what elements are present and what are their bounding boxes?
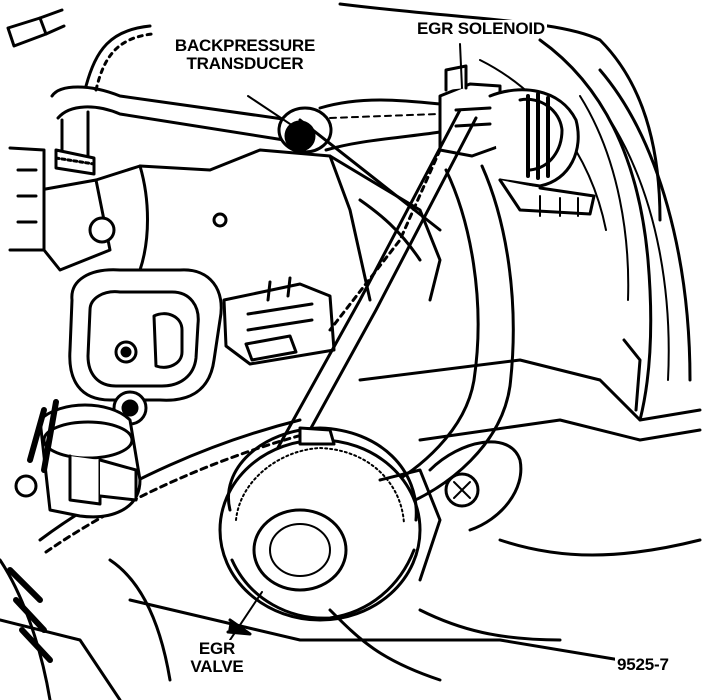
leader-solenoid [459, 43, 463, 89]
backpressure-transducer-label: BACKPRESSURE TRANSDUCER [168, 37, 322, 73]
tps-connector [222, 276, 336, 366]
egr-valve-label-line2: VALVE [190, 657, 244, 676]
leader-egr-valve [229, 591, 263, 641]
backpressure-label-line1: BACKPRESSURE [174, 36, 316, 55]
figure-number: 9525-7 [615, 655, 671, 674]
lower-manifold [0, 538, 702, 700]
egr-valve [218, 426, 442, 636]
egr-solenoid [438, 64, 596, 217]
wire-harness-top [84, 24, 154, 92]
egr-valve-label: EGR VALVE [180, 640, 254, 676]
backpressure-transducer [277, 98, 442, 154]
intake-housing [8, 146, 442, 302]
egr-solenoid-label: EGR SOLENOID [415, 19, 547, 38]
backpressure-label-line2: TRANSDUCER [186, 54, 304, 73]
egr-valve-label-line1: EGR [198, 639, 236, 658]
throttle-sensor [68, 268, 223, 426]
egr-bracket [358, 338, 702, 532]
wire-harness-diagonal [38, 108, 478, 554]
left-hose-canister [14, 399, 142, 519]
backpressure-hose [50, 85, 292, 176]
leader-lines [229, 43, 463, 641]
leader-backpressure [247, 95, 297, 129]
top-left-fitting [6, 8, 66, 48]
